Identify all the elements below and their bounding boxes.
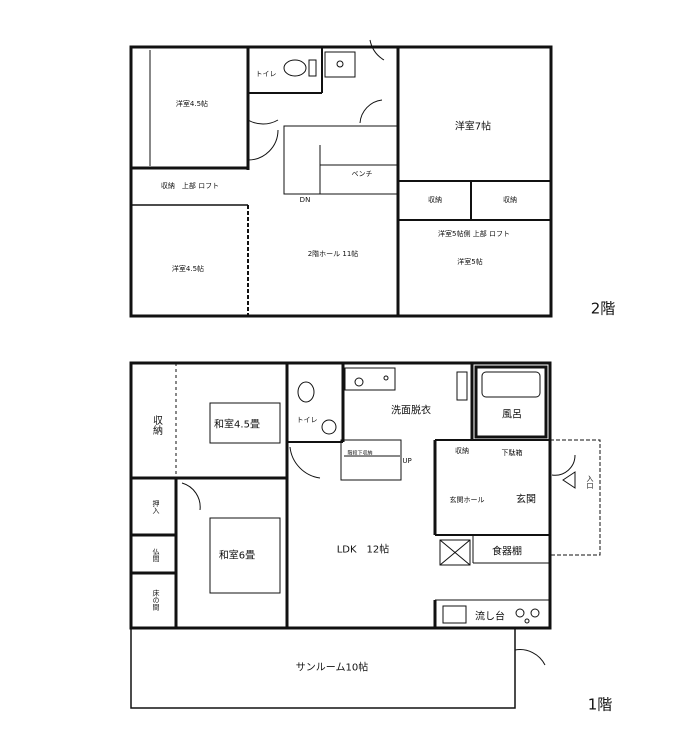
room-toilet-2f: トイレ [255,70,277,78]
room-washitsu-6: 和室6畳 [218,550,256,562]
room-washitsu-45: 和室4.5畳 [214,419,260,431]
shoe-box: 下駄箱 [501,449,523,457]
room-tokonoma: 床の間 [152,589,160,611]
room-bath: 風呂 [502,409,522,421]
room-western-nw: 洋室4.5帖 [175,100,209,108]
loft-note: 洋室5帖側 上部 ロフト [438,230,510,238]
floor1-label: 1階 [587,695,613,714]
bench-label: ベンチ [351,170,373,178]
stairs-down-label: DN [299,196,311,204]
floor2-fixtures [149,39,399,195]
room-hall-2f: 2階ホール 11帖 [307,250,359,258]
cupboard: 食器棚 [492,546,522,558]
room-sunroom: サンルーム10帖 [295,662,369,674]
floor1-walls [129,361,552,709]
room-genkan: 玄関 [516,494,536,506]
room-oshiire: 押入 [152,500,160,514]
room-washroom: 洗面脱衣 [391,405,431,417]
room-storage-loft: 収納 上部 ロフト [160,182,220,190]
room-storage-w: 収納 [150,415,162,435]
room-butsuma: 仏間 [152,548,160,562]
under-stair-storage: 階段下収納 [347,450,373,457]
room-genkan-hall: 玄関ホール [449,496,485,504]
room-storage-2: 収納 [503,196,517,204]
floor2-label: 2階 [590,299,616,318]
room-western-se: 洋室5帖 [457,258,483,266]
room-toilet-1f: トイレ [296,416,318,424]
entrance-label: 入口 [586,475,594,489]
room-ldk: LDK 12帖 [336,544,390,556]
room-western-ne: 洋室7帖 [454,121,492,133]
room-storage-e: 収納 [455,447,469,455]
room-western-sw: 洋室4.5帖 [171,265,205,273]
floor2-walls [129,45,553,318]
floor1-fixtures [175,363,601,666]
stairs-up-label: UP [402,457,412,465]
room-storage-1: 収納 [428,196,442,204]
kitchen-sink: 流し台 [475,611,505,623]
